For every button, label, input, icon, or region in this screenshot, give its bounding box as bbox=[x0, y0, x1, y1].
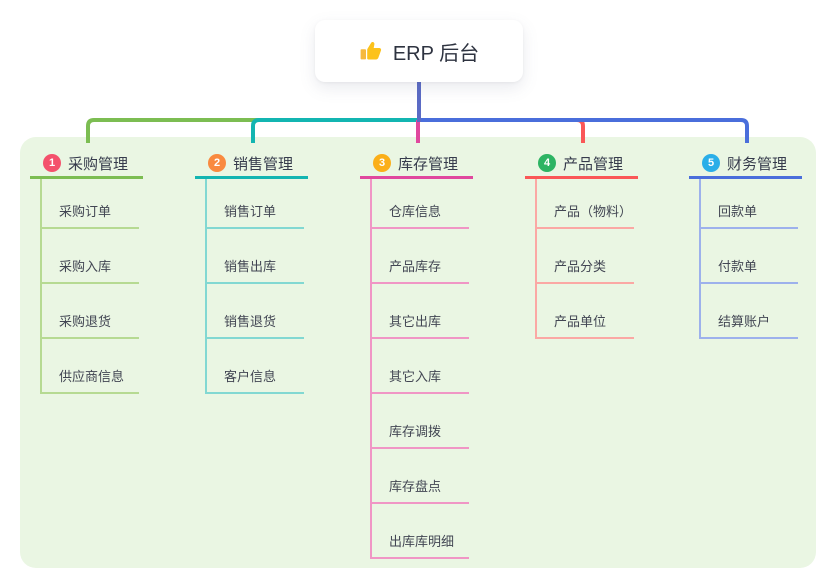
child-node[interactable]: 采购入库 bbox=[42, 229, 139, 284]
branch-5: 5 财务管理回款单付款单结算账户 bbox=[689, 150, 802, 339]
branch-header[interactable]: 1 采购管理 bbox=[30, 150, 143, 179]
branch-label: 采购管理 bbox=[68, 155, 129, 173]
branch-3: 3 库存管理仓库信息产品库存其它出库其它入库库存调拨库存盘点出库库明细 bbox=[360, 150, 473, 559]
child-node[interactable]: 产品分类 bbox=[537, 229, 634, 284]
branch-1: 1 采购管理采购订单采购入库采购退货供应商信息 bbox=[30, 150, 143, 394]
branch-label: 财务管理 bbox=[727, 155, 788, 173]
child-node[interactable]: 结算账户 bbox=[701, 284, 798, 339]
branch-label: 库存管理 bbox=[398, 155, 459, 173]
branch-label: 销售管理 bbox=[233, 155, 294, 173]
branch-2: 2 销售管理销售订单销售出库销售退货客户信息 bbox=[195, 150, 308, 394]
child-node[interactable]: 仓库信息 bbox=[372, 179, 469, 229]
child-node[interactable]: 供应商信息 bbox=[42, 339, 139, 394]
child-node[interactable]: 出库库明细 bbox=[372, 504, 469, 559]
branch-number-badge: 5 bbox=[702, 154, 720, 172]
child-node[interactable]: 产品库存 bbox=[372, 229, 469, 284]
child-node[interactable]: 库存调拨 bbox=[372, 394, 469, 449]
branch-children: 销售订单销售出库销售退货客户信息 bbox=[205, 179, 304, 394]
child-node[interactable]: 销售订单 bbox=[207, 179, 304, 229]
branch-children: 采购订单采购入库采购退货供应商信息 bbox=[40, 179, 139, 394]
child-node[interactable]: 其它出库 bbox=[372, 284, 469, 339]
branch-number-badge: 3 bbox=[373, 154, 391, 172]
branch-number-badge: 4 bbox=[538, 154, 556, 172]
root-node[interactable]: ERP 后台 bbox=[315, 20, 523, 82]
child-node[interactable]: 客户信息 bbox=[207, 339, 304, 394]
branch-4: 4 产品管理产品（物料）产品分类产品单位 bbox=[525, 150, 638, 339]
child-node[interactable]: 销售退货 bbox=[207, 284, 304, 339]
root-node-label: ERP 后台 bbox=[392, 42, 480, 65]
branch-header[interactable]: 2 销售管理 bbox=[195, 150, 308, 179]
branch-header[interactable]: 3 库存管理 bbox=[360, 150, 473, 179]
child-node[interactable]: 采购订单 bbox=[42, 179, 139, 229]
branch-children: 产品（物料）产品分类产品单位 bbox=[535, 179, 634, 339]
branch-label: 产品管理 bbox=[563, 155, 624, 173]
child-node[interactable]: 付款单 bbox=[701, 229, 798, 284]
child-node[interactable]: 其它入库 bbox=[372, 339, 469, 394]
branch-number-badge: 1 bbox=[43, 154, 61, 172]
child-node[interactable]: 库存盘点 bbox=[372, 449, 469, 504]
branch-header[interactable]: 5 财务管理 bbox=[689, 150, 802, 179]
branches-panel bbox=[20, 137, 816, 568]
child-node[interactable]: 回款单 bbox=[701, 179, 798, 229]
branch-header[interactable]: 4 产品管理 bbox=[525, 150, 638, 179]
child-node[interactable]: 产品单位 bbox=[537, 284, 634, 339]
child-node[interactable]: 采购退货 bbox=[42, 284, 139, 339]
branch-children: 回款单付款单结算账户 bbox=[699, 179, 798, 339]
thumbs-up-icon bbox=[359, 39, 383, 63]
child-node[interactable]: 销售出库 bbox=[207, 229, 304, 284]
branch-children: 仓库信息产品库存其它出库其它入库库存调拨库存盘点出库库明细 bbox=[370, 179, 469, 559]
child-node[interactable]: 产品（物料） bbox=[537, 179, 634, 229]
branch-number-badge: 2 bbox=[208, 154, 226, 172]
